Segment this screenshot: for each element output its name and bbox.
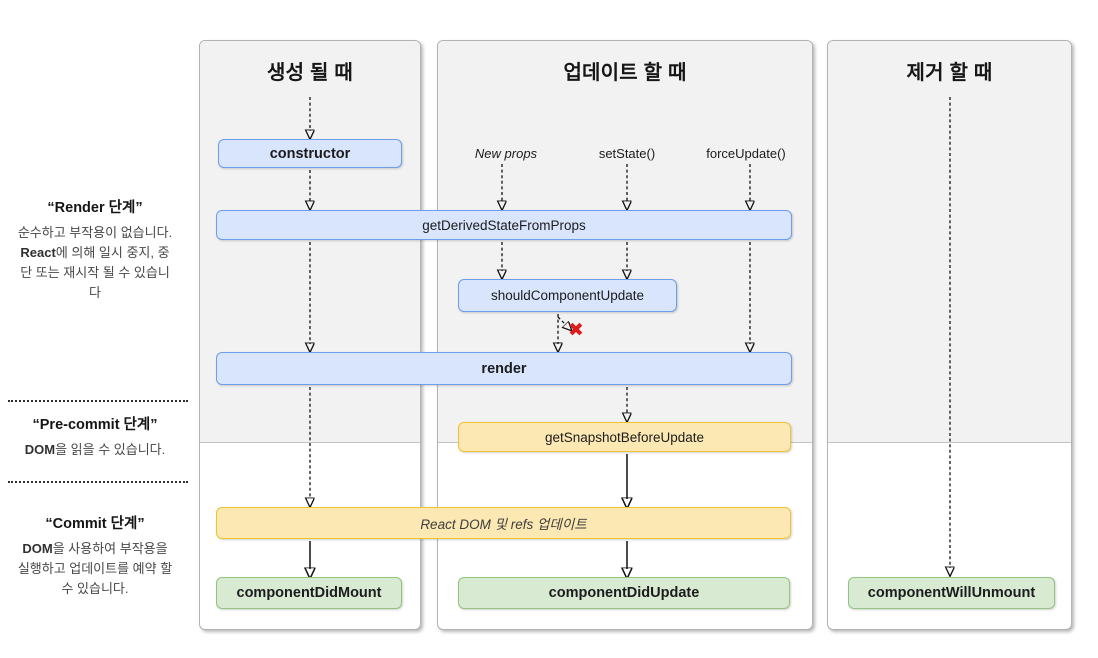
method-get-snapshot-before-update: getSnapshotBeforeUpdate [458, 422, 791, 452]
phase-separator [8, 481, 188, 483]
column-updating: 업데이트 할 때 [437, 40, 813, 630]
render-phase-desc-pre: 순수하고 부작용이 없습니다. [17, 225, 173, 240]
method-component-will-unmount: componentWillUnmount [848, 577, 1055, 609]
phase-separator [8, 400, 188, 402]
pre-commit-desc-bold: DOM [24, 442, 56, 457]
pre-commit-phase-title: “Pre-commit 단계” [32, 417, 158, 433]
method-get-derived-state-from-props: getDerivedStateFromProps [216, 210, 792, 240]
column-unmounting: 제거 할 때 [827, 40, 1072, 630]
react-dom-refs-update-step: React DOM 및 refs 업데이트 [216, 507, 791, 539]
trigger-set-state: setState() [598, 146, 656, 161]
commit-phase-annotation: “Commit 단계” DOM을 사용하여 부작용을 실행하고 업데이트를 예약… [15, 512, 175, 599]
render-phase-description: 순수하고 부작용이 없습니다. React에 의해 일시 중지, 중단 또는 재… [15, 223, 175, 303]
column-mounting: 생성 될 때 [199, 40, 421, 630]
render-phase-annotation: “Render 단계” 순수하고 부작용이 없습니다. React에 의해 일시… [15, 196, 175, 303]
commit-phase-description: DOM을 사용하여 부작용을 실행하고 업데이트를 예약 할 수 있습니다. [15, 539, 175, 599]
pre-commit-phase-description: DOM을 읽을 수 있습니다. [15, 440, 175, 460]
render-phase-desc-post: 에 의해 일시 중지, 중단 또는 재시작 될 수 있습니다 [20, 245, 170, 300]
commit-desc-post: 을 사용하여 부작용을 실행하고 업데이트를 예약 할 수 있습니다. [17, 541, 173, 596]
method-should-component-update: shouldComponentUpdate [458, 279, 677, 312]
pre-commit-desc-post: 을 읽을 수 있습니다. [55, 442, 166, 457]
column-mounting-header: 생성 될 때 [267, 62, 353, 84]
method-constructor: constructor [218, 139, 402, 168]
column-unmounting-header: 제거 할 때 [906, 62, 993, 84]
render-phase-shade [828, 41, 1071, 443]
column-updating-header: 업데이트 할 때 [563, 62, 687, 84]
render-phase-title: “Render 단계” [47, 200, 143, 216]
trigger-force-update: forceUpdate() [706, 146, 786, 161]
commit-phase-title: “Commit 단계” [45, 516, 145, 532]
pre-commit-phase-annotation: “Pre-commit 단계” DOM을 읽을 수 있습니다. [15, 413, 175, 460]
render-phase-desc-bold: React [20, 245, 56, 260]
method-render: render [216, 352, 792, 385]
method-component-did-update: componentDidUpdate [458, 577, 790, 609]
commit-desc-bold: DOM [22, 541, 53, 556]
method-component-did-mount: componentDidMount [216, 577, 402, 609]
update-blocked-x-icon: ✖ [568, 320, 584, 341]
trigger-new-props: New props [474, 146, 538, 161]
